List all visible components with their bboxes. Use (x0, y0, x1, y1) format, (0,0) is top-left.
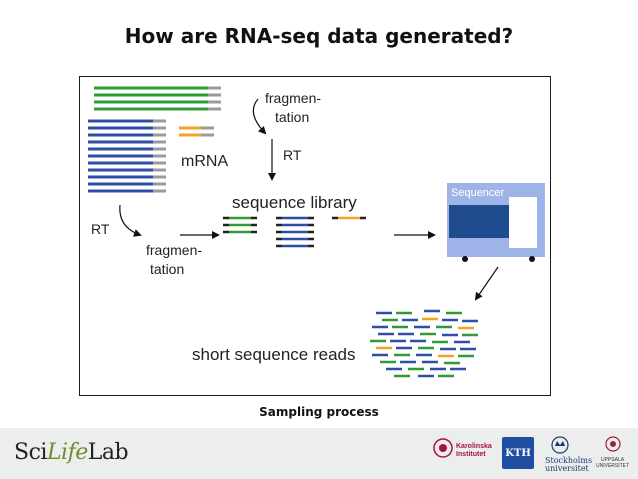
sequence-library-label: sequence library (232, 193, 357, 212)
fragmentation-bottom-label-1: fragmen- (146, 242, 202, 258)
karolinska-line-2: Institutet (456, 451, 486, 458)
kth-logo-text: KTH (505, 447, 531, 459)
logo-part-lab: Lab (87, 440, 129, 465)
logo-part-life: Life (46, 440, 88, 465)
karolinska-logo-text: Karolinska Institutet (456, 443, 492, 459)
uppsala-logo-text: UPPSALA UNIVERSITET (596, 457, 629, 469)
uppsala-seal-icon (605, 436, 621, 452)
short-reads-label: short sequence reads (192, 345, 356, 364)
karolinska-seal-icon (433, 438, 453, 458)
kth-logo: KTH (502, 437, 534, 469)
green-transcripts (94, 86, 221, 111)
rt-top-label: RT (283, 147, 302, 163)
fragmentation-bottom-label-2: tation (150, 261, 184, 277)
fragmentation-top-label-2: tation (275, 109, 309, 125)
scilifelab-logo: SciLifeLab (14, 440, 129, 465)
stockholm-line-2: universitet (545, 464, 589, 473)
rna-seq-diagram: fragmen- tation RT mRNA sequence library… (79, 76, 551, 396)
library-fragments (223, 216, 366, 248)
short-reads-cloud (370, 309, 478, 378)
logo-part-sci: Sci (14, 440, 47, 465)
fragmentation-top-label-1: fragmen- (265, 90, 321, 106)
slide-caption: Sampling process (259, 405, 379, 419)
slide-title: How are RNA-seq data generated? (124, 24, 514, 48)
uppsala-line-2: UNIVERSITET (596, 463, 630, 469)
footer-bar: SciLifeLab Karolinska Institutet KTH Sto… (0, 428, 638, 479)
stockholm-crown-icon (551, 436, 569, 454)
sequencer (447, 183, 545, 262)
karolinska-line-1: Karolinska (456, 443, 492, 450)
stockholm-line-1: Stockholms (545, 456, 593, 465)
rt-left-label: RT (91, 221, 110, 237)
fragmentation-top-arrow (252, 98, 267, 135)
sequencer-label: Sequencer (451, 187, 505, 199)
rt-left-arrow (119, 204, 142, 237)
mrna-label: mRNA (181, 153, 228, 170)
blue-transcripts (88, 119, 166, 193)
stockholm-logo-text: Stockholms universitet (545, 457, 592, 473)
to-reads-arrow (474, 266, 499, 301)
orange-transcripts (179, 126, 214, 137)
uppsala-line-1: UPPSALA (600, 457, 625, 463)
diagram-canvas: fragmen- tation RT mRNA sequence library… (88, 86, 545, 378)
